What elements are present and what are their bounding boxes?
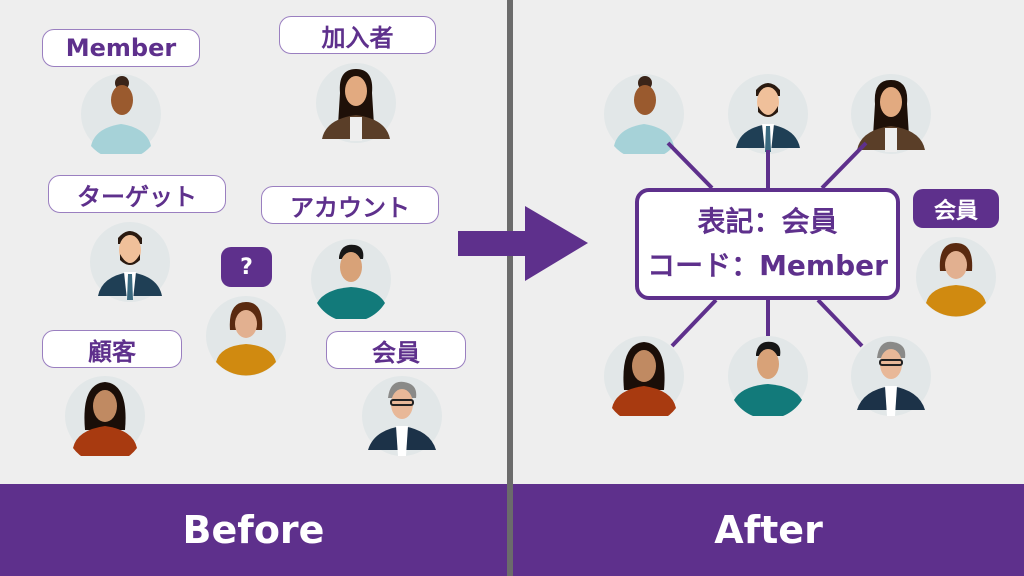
kaiin-badge: 会員 <box>913 189 999 228</box>
avatar-man-glasses-after <box>851 336 931 416</box>
definition-code: コード：Member <box>647 249 888 282</box>
before-footer: Before <box>0 484 507 576</box>
avatar-man-short <box>311 239 391 319</box>
panel-divider <box>507 0 513 576</box>
label-target: ターゲット <box>48 175 226 213</box>
label-kaiin: 会員 <box>326 331 466 369</box>
avatar-man-beard <box>90 222 170 302</box>
avatar-woman-long-hair <box>316 63 396 143</box>
avatar-woman-bob <box>206 296 286 376</box>
avatar-woman-bun-after <box>604 74 684 154</box>
definition-notation: 表記：会員 <box>697 205 838 238</box>
avatar-woman-long-hair-after <box>851 74 931 154</box>
label-kanyusha: 加入者 <box>279 16 436 54</box>
avatar-man-beard-after <box>728 74 808 154</box>
avatar-woman-bun <box>81 74 161 154</box>
avatar-woman-bob-after <box>916 237 996 317</box>
question-badge: ? <box>221 247 272 287</box>
after-title: After <box>714 508 823 552</box>
avatar-man-short-after <box>728 336 808 416</box>
after-footer: After <box>513 484 1024 576</box>
definition-box: 表記：会員 コード：Member <box>635 188 900 300</box>
before-title: Before <box>182 508 325 552</box>
avatar-man-glasses <box>362 376 442 456</box>
label-account: アカウント <box>261 186 439 224</box>
label-member: Member <box>42 29 200 67</box>
avatar-woman-curly <box>65 376 145 456</box>
label-kokyaku: 顧客 <box>42 330 182 368</box>
arrow-right-icon <box>458 206 588 281</box>
avatar-woman-curly-after <box>604 336 684 416</box>
